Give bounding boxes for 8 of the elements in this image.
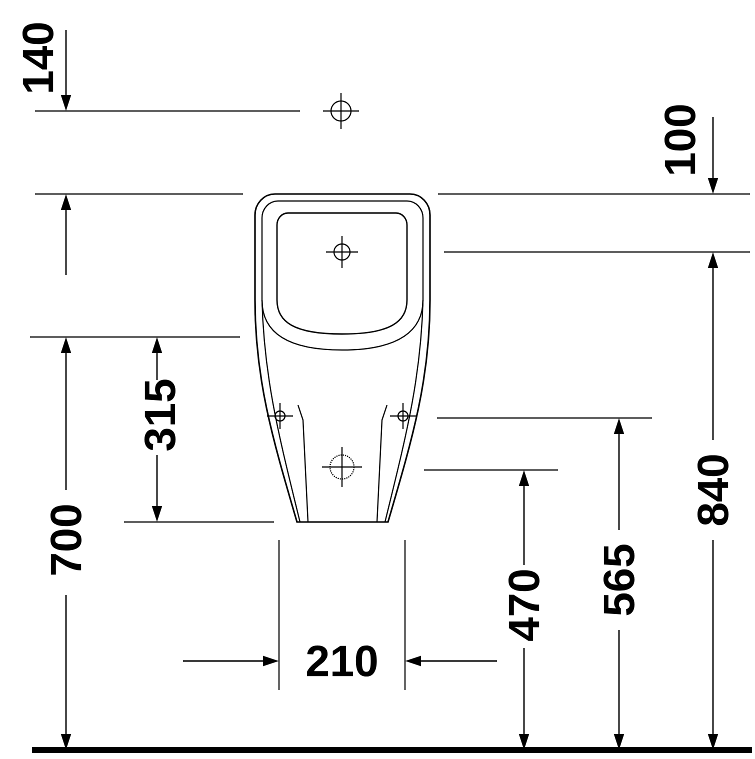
dimension-value: 210 [306, 645, 377, 677]
dimension-value: 700 [50, 505, 82, 575]
dimension-value: 470 [508, 570, 540, 641]
dimension-value: 315 [144, 380, 176, 451]
dimension-value: 565 [603, 544, 634, 616]
dimension-value: 840 [697, 455, 728, 526]
dimension-value: 100 [664, 105, 696, 174]
dimension-value: 140 [22, 23, 54, 92]
